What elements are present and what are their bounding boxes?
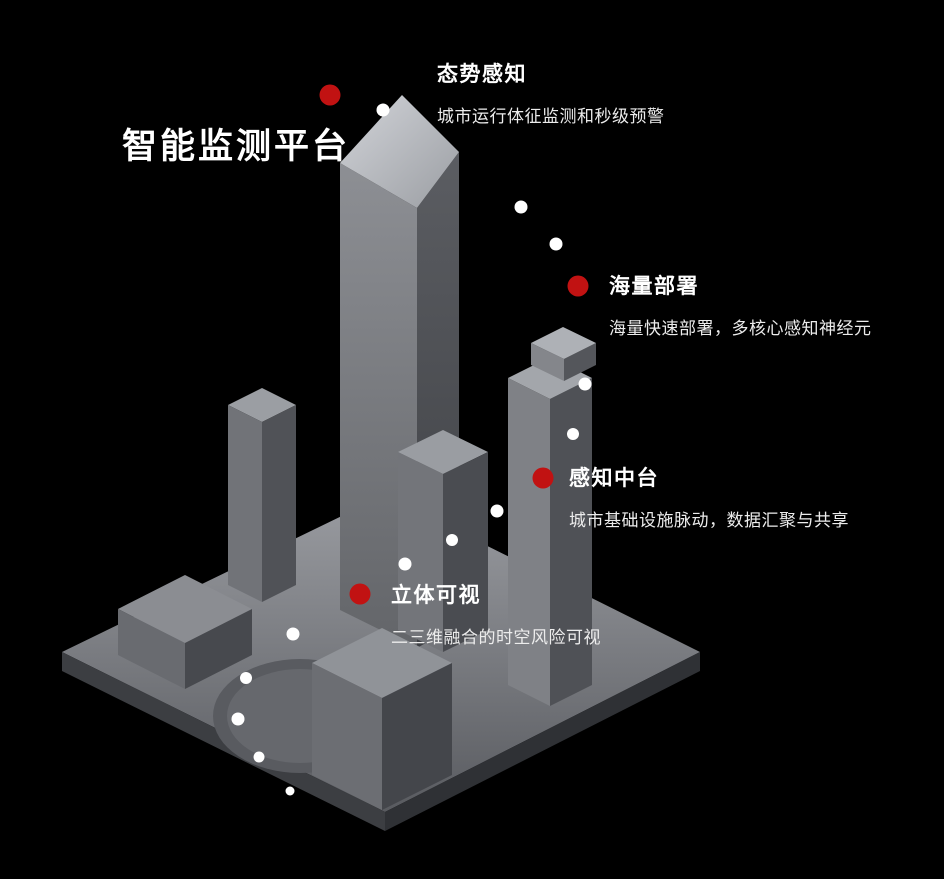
annotation-sensing-middle-platform: 感知中台 城市基础设施脉动，数据汇聚与共享 (569, 462, 849, 531)
annotation-desc: 海量快速部署，多核心感知神经元 (609, 319, 872, 338)
annotation-desc: 二三维融合的时空风险可视 (391, 628, 601, 647)
annotation-3d-visualization: 立体可视 二三维融合的时空风险可视 (391, 579, 601, 648)
tower-small-left (228, 388, 296, 602)
annotation-mass-deployment: 海量部署 海量快速部署，多核心感知神经元 (609, 270, 872, 339)
annotation-label: 海量部署 (609, 275, 699, 298)
marker-dot-situational (319, 84, 341, 106)
annotation-label: 立体可视 (391, 584, 481, 607)
annotation-desc: 城市运行体征监测和秒级预警 (437, 107, 665, 126)
building-low-slab (118, 575, 252, 689)
annotation-label: 感知中台 (569, 467, 659, 490)
annotation-label: 态势感知 (437, 63, 527, 86)
tower-right-cap (531, 327, 596, 381)
tower-right (508, 327, 596, 706)
marker-dot-visualization (349, 583, 371, 605)
marker-dot-middle-platform (532, 467, 554, 489)
marker-dot-deployment (567, 275, 589, 297)
page-title: 智能监测平台 (122, 127, 351, 166)
tower-center (398, 430, 488, 652)
building-front (312, 628, 452, 810)
annotation-desc: 城市基础设施脉动，数据汇聚与共享 (569, 511, 849, 530)
annotation-situational-awareness: 态势感知 城市运行体征监测和秒级预警 (437, 58, 665, 127)
